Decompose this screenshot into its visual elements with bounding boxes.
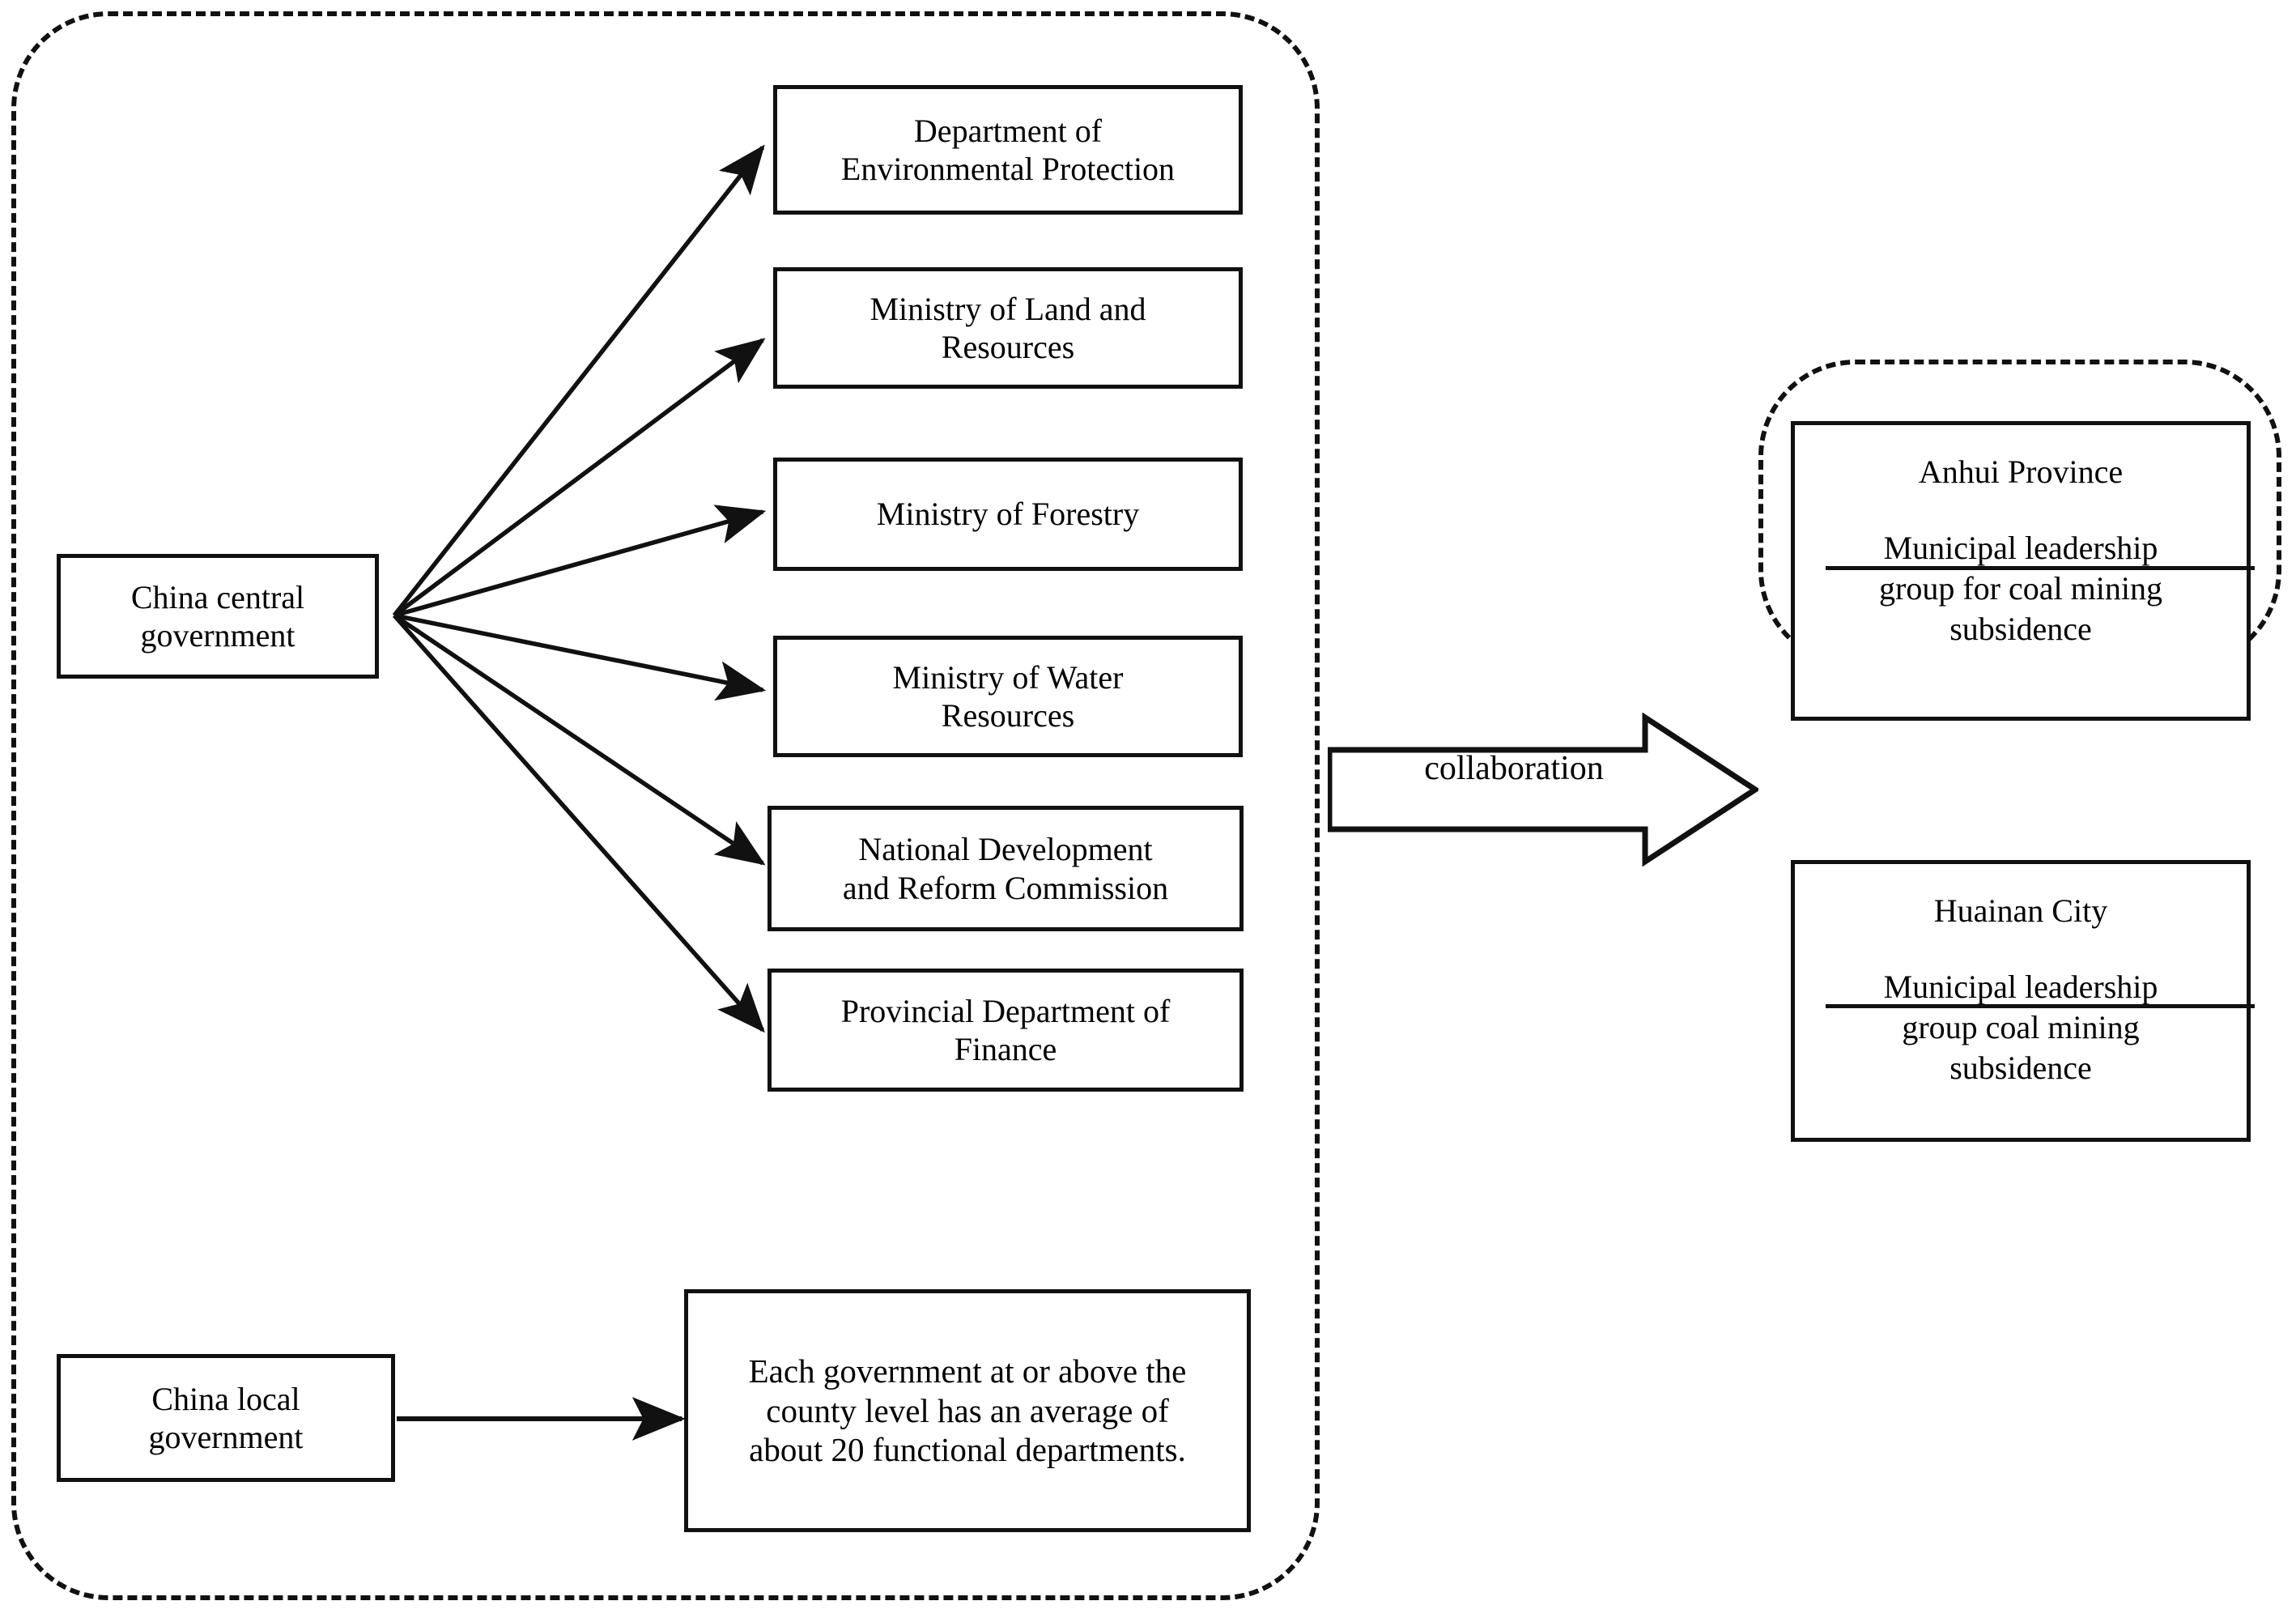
card-huainan-city-divider <box>1826 1004 2255 1008</box>
node-ministry-of-water-resources[interactable]: Ministry of Water Resources <box>773 636 1243 757</box>
collaboration-label: collaboration <box>1424 750 1604 787</box>
node-department-of-environmental-protection-label: Department of Environmental Protection <box>840 112 1176 187</box>
collaboration-block-arrow-icon <box>1328 713 1758 866</box>
node-ministry-of-forestry[interactable]: Ministry of Forestry <box>773 458 1243 571</box>
node-ministry-of-land-and-resources-label: Ministry of Land and Resources <box>870 290 1146 365</box>
node-national-development-and-reform-commission[interactable]: National Development and Reform Commissi… <box>767 806 1244 931</box>
central-government-boundary <box>11 11 1320 1600</box>
node-local-government-note[interactable]: Each government at or above the county l… <box>684 1289 1251 1532</box>
node-local-government-note-label: Each government at or above the county l… <box>748 1352 1187 1469</box>
node-china-central-government-label: China central government <box>130 578 305 654</box>
card-anhui-province-title: Anhui Province <box>1918 453 2124 490</box>
node-china-local-government[interactable]: China local government <box>57 1354 395 1482</box>
card-huainan-city-body: Municipal leadership group coal mining s… <box>1883 969 2158 1086</box>
card-anhui-province[interactable]: Anhui Province Municipal leadership grou… <box>1791 421 2251 721</box>
node-china-central-government[interactable]: China central government <box>57 554 379 679</box>
card-anhui-province-body: Municipal leadership group for coal mini… <box>1879 530 2162 647</box>
card-huainan-city-title: Huainan City <box>1933 892 2108 929</box>
card-anhui-province-divider <box>1826 566 2255 570</box>
node-provincial-department-of-finance[interactable]: Provincial Department of Finance <box>767 969 1244 1092</box>
node-department-of-environmental-protection[interactable]: Department of Environmental Protection <box>773 85 1243 215</box>
node-provincial-department-of-finance-label: Provincial Department of Finance <box>840 992 1171 1067</box>
node-ministry-of-water-resources-label: Ministry of Water Resources <box>892 658 1124 734</box>
node-national-development-and-reform-commission-label: National Development and Reform Commissi… <box>842 831 1169 906</box>
node-ministry-of-forestry-label: Ministry of Forestry <box>876 496 1140 533</box>
node-china-local-government-label: China local government <box>148 1380 304 1455</box>
card-huainan-city[interactable]: Huainan City Municipal leadership group … <box>1791 860 2251 1142</box>
node-ministry-of-land-and-resources[interactable]: Ministry of Land and Resources <box>773 267 1243 389</box>
